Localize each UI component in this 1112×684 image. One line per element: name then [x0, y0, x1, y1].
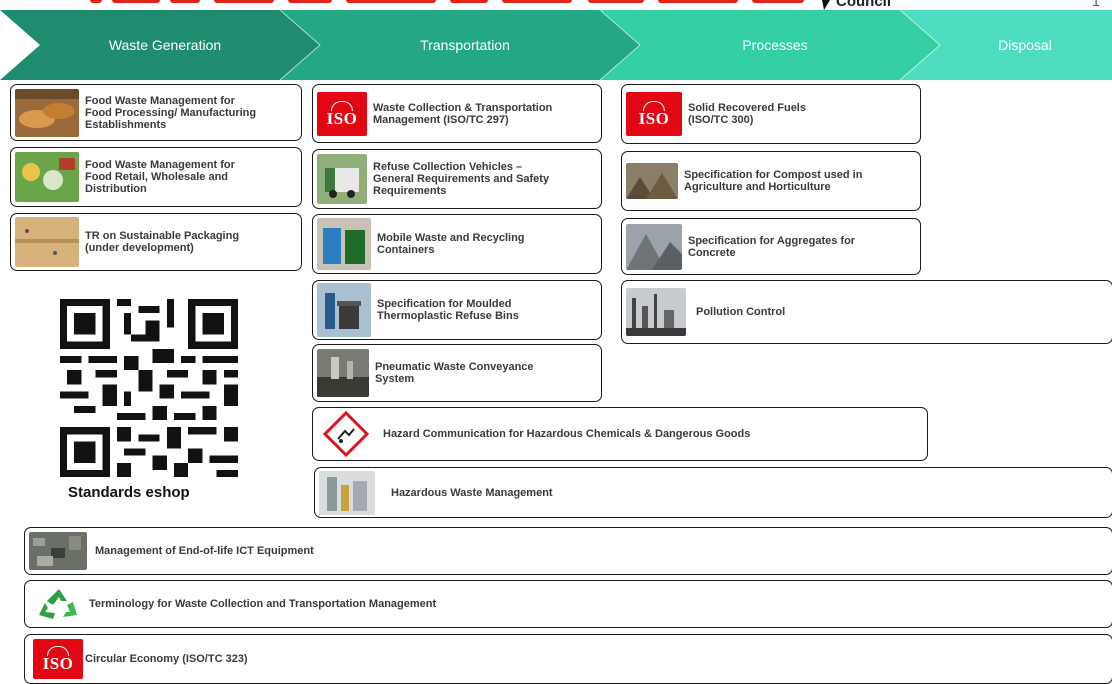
refuse-bin-photo: [317, 283, 371, 337]
food-processing-photo: [15, 88, 79, 137]
card-title: TR on Sustainable Packaging (under devel…: [85, 230, 240, 254]
card-circular-economy[interactable]: ISO Circular Economy (ISO/TC 323): [24, 634, 1112, 684]
card-title: Solid Recovered Fuels (ISO/TC 300): [688, 102, 806, 126]
food-retail-photo: [15, 152, 79, 202]
card-end-of-life-ict[interactable]: Management of End-of-life ICT Equipment: [24, 527, 1112, 575]
qr-label: Standards eshop: [68, 484, 190, 501]
card-hazardous-waste[interactable]: Hazardous Waste Management: [314, 467, 1112, 518]
council-logo-mark: [822, 0, 830, 10]
chevron-waste-generation: [0, 10, 320, 80]
card-title: Hazardous Waste Management: [391, 486, 553, 499]
stage-label-processes: Processes: [742, 37, 808, 53]
card-title: Mobile Waste and Recycling Containers: [377, 232, 525, 256]
iso-logo: ISO: [33, 639, 83, 679]
aggregates-photo: [626, 223, 682, 270]
recycling-bins-photo: [317, 218, 371, 270]
card-title: Circular Economy (ISO/TC 323): [85, 653, 248, 665]
card-aggregates-concrete[interactable]: Specification for Aggregates for Concret…: [621, 218, 921, 275]
packaging-boxes-photo: [15, 217, 79, 267]
card-title: Pneumatic Waste Conveyance System: [375, 361, 534, 385]
card-title: Food Waste Management for Food Retail, W…: [85, 159, 235, 195]
page-title: [90, 0, 810, 8]
stage-label-disposal: Disposal: [998, 37, 1052, 53]
card-solid-recovered-fuels[interactable]: ISO Solid Recovered Fuels (ISO/TC 300): [621, 84, 921, 144]
stage-label-transportation: Transportation: [420, 37, 510, 53]
iso-logo: ISO: [626, 92, 682, 136]
ewaste-photo: [29, 532, 87, 570]
chevron-disposal: [900, 10, 1112, 80]
card-title: Management of End-of-life ICT Equipment: [95, 545, 314, 557]
iso-logo: ISO: [317, 91, 367, 136]
council-logo-text: Council: [836, 0, 891, 10]
card-mobile-waste-containers[interactable]: Mobile Waste and Recycling Containers: [312, 214, 602, 274]
card-compost-specification[interactable]: Specification for Compost used in Agricu…: [621, 151, 921, 211]
card-title: Hazard Communication for Hazardous Chemi…: [383, 428, 751, 440]
card-title: Specification for Compost used in Agricu…: [684, 169, 863, 193]
refinery-photo: [626, 288, 686, 336]
card-sustainable-packaging[interactable]: TR on Sustainable Packaging (under devel…: [10, 213, 302, 271]
refuse-truck-photo: [317, 154, 367, 204]
card-hazard-communication[interactable]: Hazard Communication for Hazardous Chemi…: [312, 407, 928, 461]
page-number: 1: [1092, 0, 1100, 9]
card-refuse-collection-vehicles[interactable]: Refuse Collection Vehicles – General Req…: [312, 149, 602, 209]
card-food-waste-processing[interactable]: Food Waste Management for Food Processin…: [10, 84, 302, 141]
hazard-pictogram-icon: [323, 411, 369, 457]
card-pneumatic-conveyance[interactable]: Pneumatic Waste Conveyance System: [312, 344, 602, 402]
pneumatic-system-photo: [317, 349, 369, 397]
hazardous-waste-photo: [319, 470, 375, 515]
card-title: Specification for Aggregates for Concret…: [688, 234, 856, 259]
chevron-processes: [600, 10, 940, 80]
card-title: Pollution Control: [696, 306, 786, 318]
stage-label-waste-generation: Waste Generation: [108, 37, 222, 53]
stage-chevrons: [0, 10, 1112, 80]
card-food-waste-retail[interactable]: Food Waste Management for Food Retail, W…: [10, 147, 302, 207]
compost-photo: [626, 163, 678, 199]
card-terminology-waste[interactable]: Terminology for Waste Collection and Tra…: [24, 580, 1112, 628]
card-waste-collection-iso[interactable]: ISO Waste Collection & Transportation Ma…: [312, 84, 602, 143]
card-moulded-refuse-bins[interactable]: Specification for Moulded Thermoplastic …: [312, 280, 602, 340]
card-pollution-control[interactable]: Pollution Control: [621, 280, 1112, 344]
card-title: Waste Collection & Transportation Manage…: [373, 101, 553, 126]
card-title: Food Waste Management for Food Processin…: [85, 94, 257, 131]
chevron-transportation: [280, 10, 640, 80]
page-title-strip: [0, 0, 1112, 10]
recycle-icon: [39, 589, 77, 619]
card-title: Specification for Moulded Thermoplastic …: [377, 298, 519, 322]
qr-code[interactable]: [60, 298, 238, 478]
card-title: Terminology for Waste Collection and Tra…: [89, 598, 437, 610]
card-title: Refuse Collection Vehicles – General Req…: [373, 161, 550, 197]
